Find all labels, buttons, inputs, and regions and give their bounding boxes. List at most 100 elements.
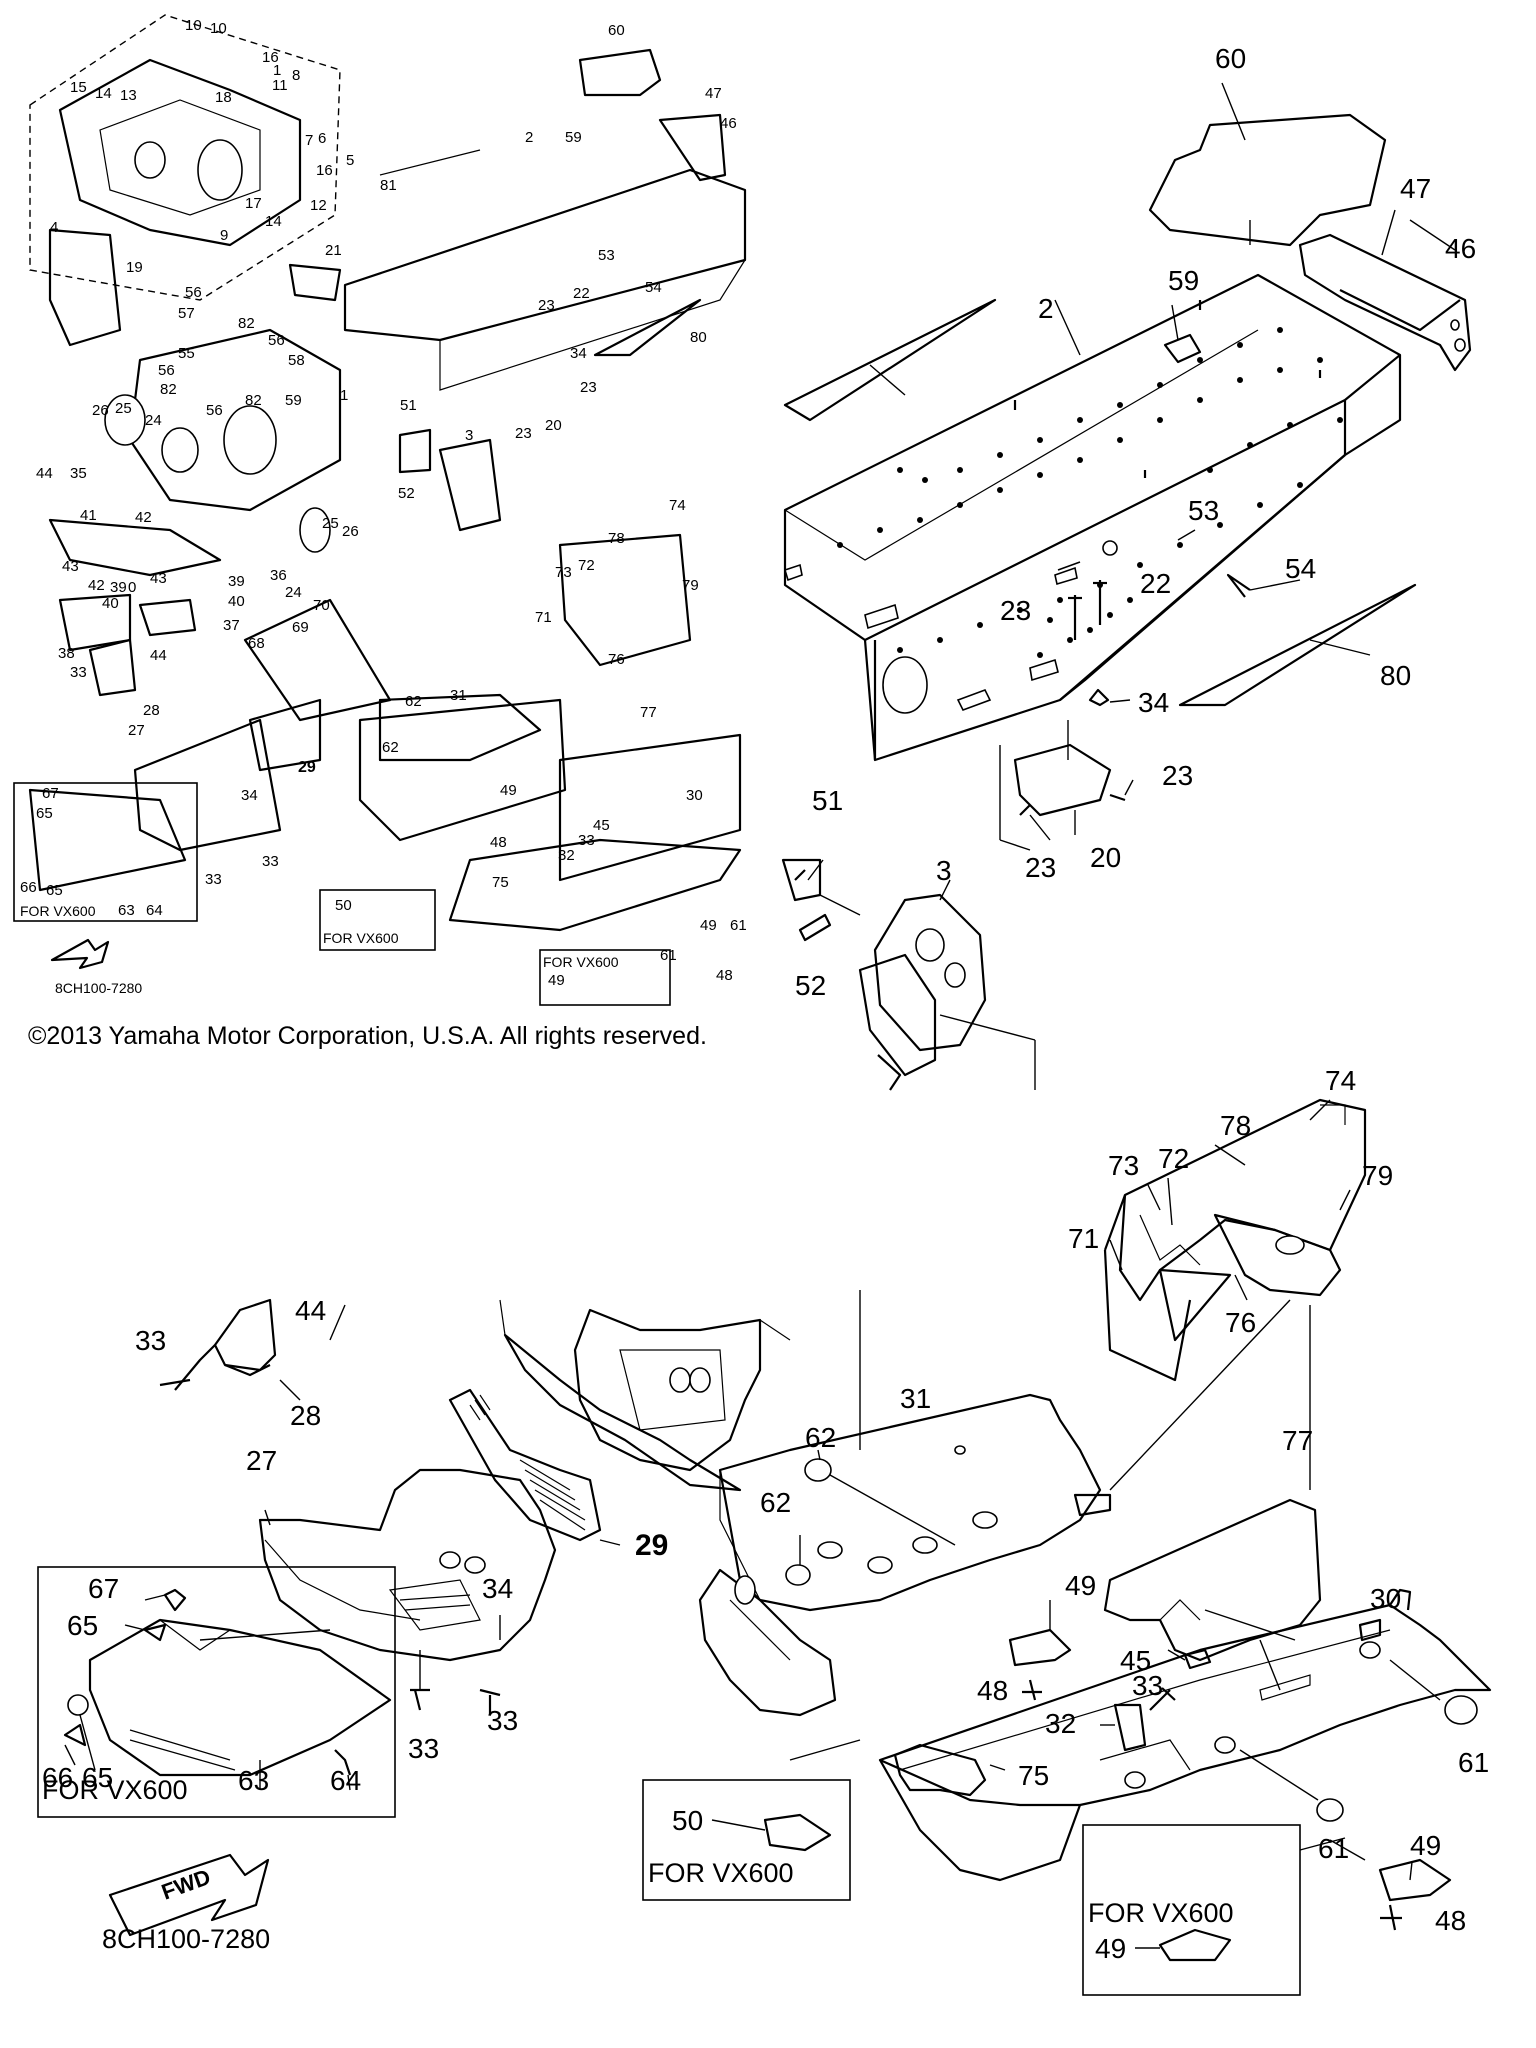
svg-text:25: 25 — [322, 515, 339, 532]
svg-text:21: 21 — [325, 242, 342, 259]
svg-text:11: 11 — [272, 77, 288, 94]
callout-28: 28 — [290, 1400, 321, 1431]
copyright-notice: ©2013 Yamaha Motor Corporation, U.S.A. A… — [28, 1022, 707, 1050]
svg-text:14: 14 — [265, 213, 282, 230]
svg-text:57: 57 — [178, 305, 195, 322]
svg-text:24: 24 — [145, 412, 162, 429]
callout-71: 71 — [1068, 1223, 1099, 1254]
svg-text:43: 43 — [62, 558, 79, 575]
svg-text:6: 6 — [318, 130, 326, 147]
tunnel-assembly: 60 47 46 59 2 53 22 23 54 80 34 23 20 23… — [781, 43, 1476, 1091]
svg-text:41: 41 — [80, 507, 97, 524]
svg-text:23: 23 — [580, 379, 597, 396]
svg-text:61: 61 — [730, 917, 747, 934]
callout-62b: 62 — [760, 1487, 791, 1518]
svg-text:52: 52 — [398, 485, 415, 502]
svg-text:29: 29 — [298, 759, 316, 776]
callout-20: 20 — [1090, 842, 1121, 873]
svg-text:27: 27 — [128, 722, 145, 739]
callout-44: 44 — [295, 1295, 326, 1326]
svg-text:78: 78 — [608, 530, 625, 547]
callout-49b: 49 — [1410, 1830, 1441, 1861]
svg-text:1: 1 — [273, 62, 281, 79]
callout-79: 79 — [1362, 1160, 1393, 1191]
svg-text:56: 56 — [268, 332, 285, 349]
svg-text:39: 39 — [228, 573, 245, 590]
callout-54: 54 — [1285, 553, 1316, 584]
svg-text:56: 56 — [158, 362, 175, 379]
svg-text:4: 4 — [50, 219, 58, 236]
svg-text:67: 67 — [42, 785, 59, 802]
svg-text:42: 42 — [135, 509, 152, 526]
hull-assembly: FWD — [37, 1290, 1492, 1996]
callout-73: 73 — [1108, 1150, 1139, 1181]
callout-27: 27 — [246, 1445, 277, 1476]
callout-34: 34 — [1138, 687, 1169, 718]
svg-text:69: 69 — [292, 619, 309, 636]
svg-text:82: 82 — [160, 381, 177, 398]
svg-text:40: 40 — [228, 593, 245, 610]
variant-label-right: FOR VX600 — [1088, 1898, 1234, 1928]
svg-text:54: 54 — [645, 279, 662, 296]
callout-60: 60 — [1215, 43, 1246, 74]
svg-text:81: 81 — [380, 177, 397, 194]
svg-text:48: 48 — [490, 834, 507, 851]
svg-text:42: 42 — [88, 577, 105, 594]
variant-label-left: FOR VX600 — [42, 1775, 188, 1805]
svg-text:65: 65 — [46, 882, 63, 899]
svg-text:66: 66 — [20, 879, 37, 896]
svg-text:32: 32 — [558, 847, 575, 864]
callout-33d: 33 — [1132, 1670, 1163, 1701]
svg-text:79: 79 — [682, 577, 699, 594]
callout-22: 22 — [1140, 568, 1171, 599]
shroud-assembly: 74 78 73 72 79 71 76 — [1068, 1065, 1393, 1490]
svg-text:36: 36 — [270, 567, 287, 584]
svg-text:22: 22 — [573, 285, 590, 302]
svg-text:18: 18 — [215, 89, 232, 106]
callout-33b: 33 — [408, 1733, 439, 1764]
svg-text:73: 73 — [555, 564, 572, 581]
callout-48b: 48 — [1435, 1905, 1466, 1936]
svg-text:15: 15 — [70, 79, 87, 96]
callout-74: 74 — [1325, 1065, 1356, 1096]
svg-text:56: 56 — [185, 284, 202, 301]
svg-text:34: 34 — [241, 787, 258, 804]
svg-text:2: 2 — [525, 129, 533, 146]
svg-text:72: 72 — [578, 557, 595, 574]
callout-61a: 61 — [1458, 1747, 1489, 1778]
svg-text:34: 34 — [570, 345, 587, 362]
svg-text:50: 50 — [335, 897, 352, 914]
svg-text:56: 56 — [206, 402, 223, 419]
svg-text:49: 49 — [548, 972, 565, 989]
svg-text:30: 30 — [686, 787, 703, 804]
svg-text:FOR VX600: FOR VX600 — [543, 954, 619, 970]
svg-text:40: 40 — [102, 595, 119, 612]
svg-text:65: 65 — [36, 805, 53, 822]
svg-text:62: 62 — [405, 693, 422, 710]
svg-text:46: 46 — [720, 115, 737, 132]
svg-text:45: 45 — [593, 817, 610, 834]
diagram-code: 8CH100-7280 — [102, 1924, 271, 1954]
diagram-code-overview: 8CH100-7280 — [55, 980, 143, 996]
callout-47: 47 — [1400, 173, 1431, 204]
svg-text:53: 53 — [598, 247, 615, 264]
callout-53: 53 — [1188, 495, 1219, 526]
svg-text:9: 9 — [220, 227, 228, 244]
svg-text:FOR VX600: FOR VX600 — [20, 903, 96, 919]
svg-text:13: 13 — [120, 87, 137, 104]
svg-text:24: 24 — [285, 584, 302, 601]
svg-text:58: 58 — [288, 352, 305, 369]
callout-77: 77 — [1282, 1425, 1313, 1456]
svg-text:25: 25 — [115, 400, 132, 417]
svg-text:82: 82 — [245, 392, 262, 409]
callout-33a: 33 — [135, 1325, 166, 1356]
callout-51: 51 — [812, 785, 843, 816]
callout-62a: 62 — [805, 1422, 836, 1453]
callout-61b: 61 — [1318, 1833, 1349, 1864]
callout-49a: 49 — [1065, 1570, 1096, 1601]
svg-text:59: 59 — [565, 129, 582, 146]
svg-text:62: 62 — [382, 739, 399, 756]
